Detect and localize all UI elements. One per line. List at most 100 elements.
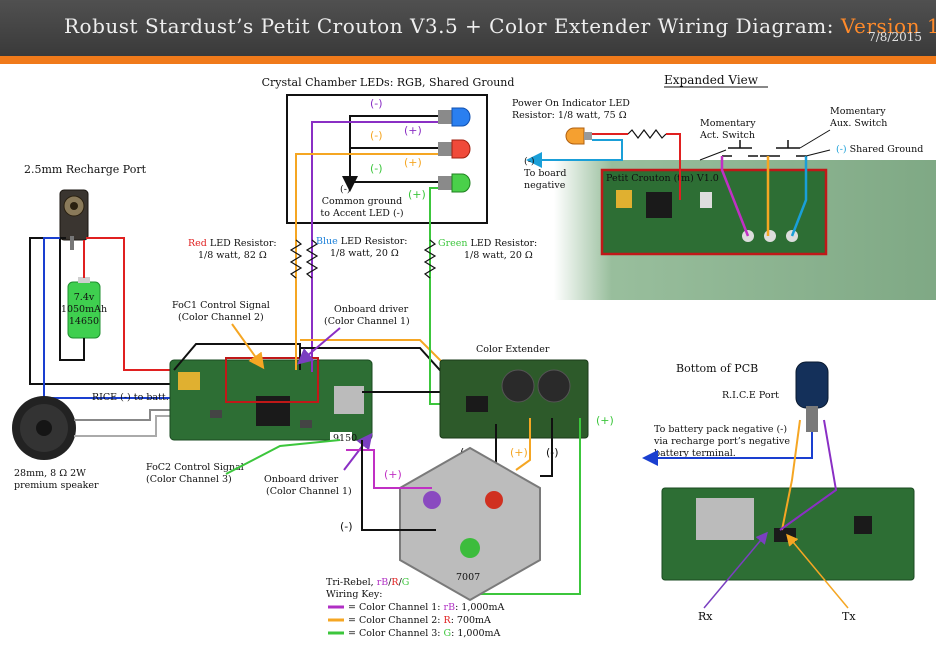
ch3-text: = Color Channel 3: bbox=[348, 628, 444, 639]
speaker-desc: premium speaker bbox=[14, 480, 99, 491]
tri-rebel-black-minus: (-) bbox=[340, 520, 353, 533]
pcb-resistor-code: 9150 bbox=[333, 433, 357, 444]
common-ground-accent-label: to Accent LED (-) bbox=[320, 208, 403, 219]
red-led-resistor bbox=[289, 239, 303, 279]
wiring-key-ch1: = Color Channel 1: rB: 1,000mA bbox=[348, 602, 504, 613]
crystal-chamber-title: Crystal Chamber LEDs: RGB, Shared Ground bbox=[262, 76, 515, 89]
foc1-channel: (Color Channel 2) bbox=[178, 312, 264, 323]
green-word: Green bbox=[438, 238, 468, 249]
petit-crouton-board bbox=[169, 359, 373, 442]
blue-resistor-spec: 1/8 watt, 20 Ω bbox=[330, 248, 399, 259]
blue-led bbox=[438, 107, 471, 127]
ch1-value: : 1,000mA bbox=[455, 602, 504, 613]
bottom-of-pcb-title: Bottom of PCB bbox=[676, 362, 758, 375]
battery-negative-label-2: via recharge port’s negative bbox=[653, 436, 790, 447]
onboard-driver-2-label: Onboard driver bbox=[264, 474, 339, 485]
power-indicator-resistor: Resistor: 1/8 watt, 75 Ω bbox=[512, 110, 627, 121]
act-switch-symbol bbox=[722, 140, 758, 157]
green-led-plus: (+) bbox=[408, 188, 426, 201]
foc1-label: FoC1 Control Signal bbox=[172, 300, 270, 311]
green-led-resistor bbox=[423, 239, 437, 279]
wiring-key-ch2: = Color Channel 2: R: 700mA bbox=[348, 615, 491, 626]
extender-ground-minus: (-) bbox=[546, 446, 559, 459]
title-bar-stripe bbox=[0, 56, 936, 64]
ch3-code: G bbox=[444, 628, 452, 639]
wiring-key-title: Wiring Key: bbox=[326, 589, 382, 600]
battery-size: 14650 bbox=[69, 316, 99, 327]
blue-led-plus: (+) bbox=[404, 124, 422, 137]
tx-label: Tx bbox=[842, 610, 856, 623]
ch1-text: = Color Channel 1: bbox=[348, 602, 444, 613]
onboard-driver-2-channel: (Color Channel 1) bbox=[266, 486, 352, 497]
extender-orange-plus: (+) bbox=[510, 446, 528, 459]
green-led-minus: (-) bbox=[370, 162, 383, 175]
diagram-title-text: Robust Stardust’s Petit Crouton V3.5 + C… bbox=[64, 14, 841, 38]
red-led-plus: (+) bbox=[404, 156, 422, 169]
battery-negative-label-3: battery terminal. bbox=[654, 448, 736, 459]
onboard-driver-1-channel: (Color Channel 1) bbox=[324, 316, 410, 327]
aux-switch-name: Aux. Switch bbox=[829, 118, 887, 129]
blue-resistor-label: Blue LED Resistor: bbox=[316, 236, 408, 247]
ch3-value: : 1,000mA bbox=[451, 628, 500, 639]
tri-rebel-label: Tri-Rebel, rB/R/G bbox=[326, 577, 409, 588]
blue-resistor-title: LED Resistor: bbox=[338, 236, 408, 247]
rx-label: Rx bbox=[698, 610, 713, 623]
act-switch-name: Act. Switch bbox=[699, 130, 755, 141]
wiring-key-ch3: = Color Channel 3: G: 1,000mA bbox=[348, 628, 501, 639]
act-switch-label: Momentary bbox=[700, 118, 756, 129]
color-extender-board bbox=[439, 359, 589, 439]
common-ground-minus: (-) bbox=[340, 184, 351, 195]
green-led bbox=[438, 173, 471, 193]
board-negative-minus: (-) bbox=[524, 156, 535, 167]
title-bar bbox=[0, 0, 936, 56]
green-resistor-title: LED Resistor: bbox=[468, 238, 538, 249]
crystal-chamber-box bbox=[286, 94, 488, 224]
extender-green-plus: (+) bbox=[596, 414, 614, 427]
red-led bbox=[438, 139, 471, 159]
driver-highlight-box bbox=[225, 357, 319, 403]
red-resistor-spec: 1/8 watt, 82 Ω bbox=[198, 250, 267, 261]
ch2-value: : 700mA bbox=[451, 615, 491, 626]
red-led-minus: (-) bbox=[370, 129, 383, 142]
expanded-pcb-text: Petit Crouton (tm) V1.0 bbox=[606, 173, 719, 184]
version-label: Version 1.0 bbox=[840, 14, 936, 38]
speaker-spec: 28mm, 8 Ω 2W bbox=[14, 468, 86, 479]
ch2-text: = Color Channel 2: bbox=[348, 615, 444, 626]
tri-rebel-purple-plus: (+) bbox=[384, 468, 402, 481]
rice-port-label: R.I.C.E Port bbox=[722, 390, 779, 401]
battery-capacity: 1050mAh bbox=[61, 304, 107, 315]
diagram-date: 7/8/2015 bbox=[868, 30, 922, 44]
expanded-view-title: Expanded View bbox=[664, 73, 759, 87]
speaker bbox=[12, 396, 76, 460]
battery-voltage: 7.4v bbox=[74, 292, 95, 303]
power-indicator-label: Power On Indicator LED bbox=[512, 98, 630, 109]
foc2-label: FoC2 Control Signal bbox=[146, 462, 244, 473]
power-indicator-resistor-symbol bbox=[627, 129, 667, 139]
aux-switch-label: Momentary bbox=[830, 106, 886, 117]
onboard-driver-1-label: Onboard driver bbox=[334, 304, 409, 315]
tri-rebel-rb: rB bbox=[377, 577, 389, 588]
common-ground-label: Common ground bbox=[322, 196, 403, 207]
battery-negative-label: To battery pack negative (-) bbox=[654, 424, 787, 435]
green-resistor-spec: 1/8 watt, 20 Ω bbox=[464, 250, 533, 261]
tri-rebel-prefix: Tri-Rebel, bbox=[326, 577, 377, 588]
blue-led-minus: (-) bbox=[370, 97, 383, 110]
rice-to-battery-label: RICE (-) to batt. bbox=[92, 392, 169, 403]
shared-ground-label: (-) Shared Ground bbox=[836, 144, 923, 155]
recharge-port-jack bbox=[59, 189, 89, 250]
blue-led-resistor bbox=[305, 239, 319, 279]
shared-ground-minus: (-) bbox=[836, 144, 847, 155]
tri-rebel-r: R bbox=[391, 577, 399, 588]
red-resistor-title: LED Resistor: bbox=[207, 238, 277, 249]
ch2-code: R bbox=[444, 615, 452, 626]
red-resistor-label: Red LED Resistor: bbox=[188, 238, 277, 249]
shared-ground-text: Shared Ground bbox=[847, 144, 924, 155]
rice-port-connector bbox=[795, 361, 829, 432]
power-indicator-led bbox=[565, 127, 592, 145]
ch1-code: rB bbox=[444, 602, 456, 613]
recharge-port-title: 2.5mm Recharge Port bbox=[24, 163, 147, 176]
red-word: Red bbox=[188, 238, 207, 249]
tri-rebel-board-code: 7007 bbox=[456, 572, 480, 583]
tri-rebel-g: G bbox=[402, 577, 410, 588]
